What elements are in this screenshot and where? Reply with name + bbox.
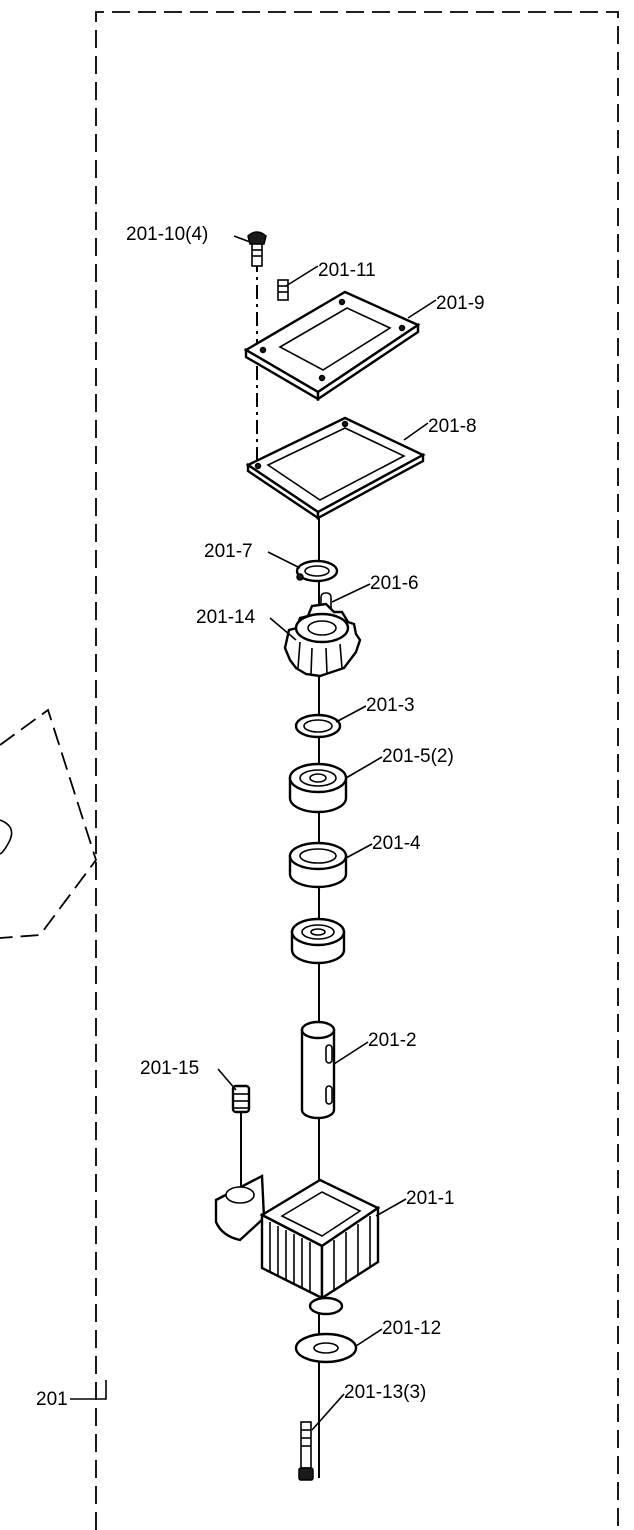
leader-201-8 bbox=[403, 422, 429, 441]
assembly-label: 201 bbox=[36, 1389, 68, 1410]
leader-201-2 bbox=[333, 1041, 369, 1065]
assembly-leader bbox=[70, 1380, 107, 1400]
lower-bearing-part bbox=[290, 917, 346, 965]
label-201-14: 201-14 bbox=[196, 607, 256, 628]
label-201-5: 201-5(2) bbox=[382, 746, 454, 767]
label-201-4: 201-4 bbox=[372, 833, 421, 854]
cover-plate-part bbox=[243, 290, 421, 402]
adjacent-assembly-fragment bbox=[0, 819, 13, 855]
label-201-6: 201-6 bbox=[370, 573, 419, 594]
flange-part bbox=[294, 1332, 358, 1364]
leader-201-7 bbox=[267, 551, 301, 569]
label-201-11: 201-11 bbox=[318, 260, 376, 281]
leader-201-14 bbox=[269, 617, 297, 641]
retaining-ring-part bbox=[295, 559, 339, 583]
fill-plug-part bbox=[231, 1084, 251, 1114]
label-201-10: 201-10(4) bbox=[126, 224, 208, 245]
screw-part bbox=[247, 231, 267, 267]
adjacent-assembly-outline bbox=[0, 708, 97, 939]
assembly-boundary bbox=[95, 11, 619, 1530]
gearbox-housing-part bbox=[214, 1174, 381, 1316]
label-201-13: 201-13(3) bbox=[344, 1382, 426, 1403]
label-201-3: 201-3 bbox=[366, 695, 415, 716]
gasket-part bbox=[245, 416, 426, 521]
bearing-housing-part bbox=[288, 841, 348, 889]
gear-part bbox=[283, 602, 362, 678]
spacer-ring-part bbox=[294, 713, 342, 739]
shaft-part bbox=[300, 1020, 336, 1120]
leader-201-3 bbox=[335, 705, 367, 723]
leader-201-9 bbox=[407, 299, 437, 319]
leader-201-15 bbox=[217, 1068, 237, 1091]
leader-201-10 bbox=[233, 235, 251, 243]
leader-201-12 bbox=[355, 1328, 383, 1347]
leader-201-4 bbox=[345, 843, 373, 859]
bolt-part bbox=[298, 1421, 314, 1481]
label-201-2: 201-2 bbox=[368, 1030, 417, 1051]
label-201-7: 201-7 bbox=[204, 541, 253, 562]
label-201-8: 201-8 bbox=[428, 416, 477, 437]
upper-bearing-part bbox=[288, 762, 348, 814]
vent-plug-part bbox=[277, 279, 289, 301]
leader-201-5 bbox=[345, 756, 383, 779]
label-201-12: 201-12 bbox=[382, 1318, 441, 1339]
leader-201-1 bbox=[375, 1198, 407, 1217]
leader-201-13 bbox=[311, 1393, 345, 1431]
label-201-1: 201-1 bbox=[406, 1188, 455, 1209]
leader-201-11 bbox=[285, 265, 319, 287]
cooling-fins bbox=[269, 1216, 371, 1292]
leader-201-6 bbox=[331, 583, 371, 603]
label-201-15: 201-15 bbox=[140, 1058, 199, 1079]
label-201-9: 201-9 bbox=[436, 293, 485, 314]
